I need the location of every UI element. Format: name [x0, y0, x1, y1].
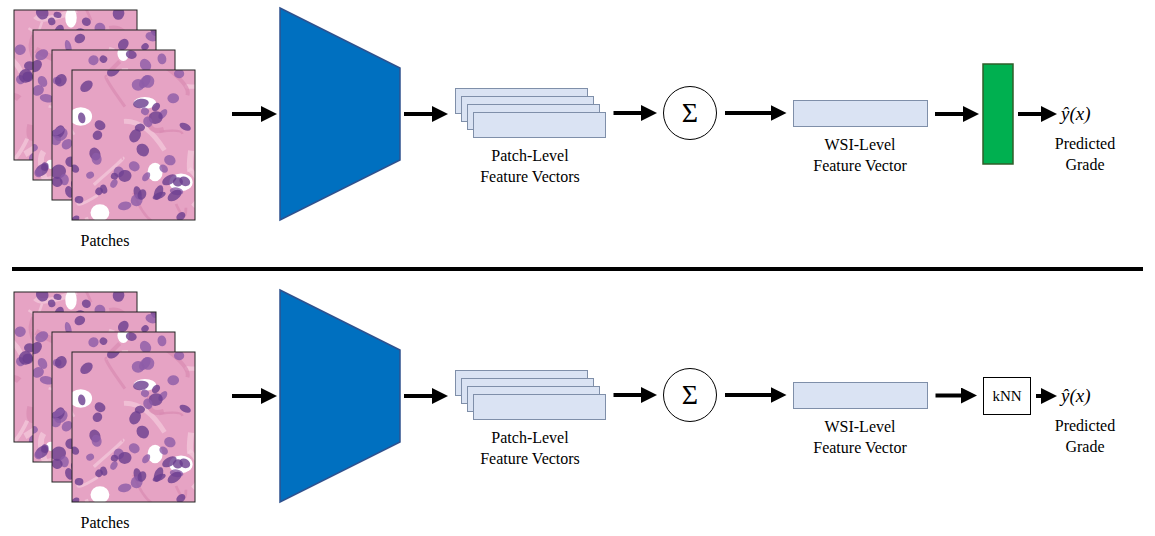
sum-symbol: Σ	[682, 99, 698, 127]
flow-arrow	[936, 394, 966, 398]
patch-illustration	[12, 290, 198, 504]
patch-stack	[12, 290, 198, 504]
stack-node: Patch-Level Feature Vectors	[455, 370, 606, 470]
node-caption: Patch-Level Feature Vectors	[468, 428, 593, 470]
output-symbol: ŷ(x)	[1061, 385, 1091, 407]
box-node: kNN	[983, 377, 1031, 415]
feature-stack	[455, 370, 606, 420]
row-separator	[12, 267, 1143, 271]
classifier-label: kNN	[992, 389, 1021, 404]
feature-vector	[793, 100, 928, 127]
patches-node: Patches	[12, 8, 198, 252]
flow-arrow	[232, 394, 265, 398]
vector-illustration	[455, 370, 606, 420]
node-caption: Patches	[30, 231, 180, 252]
output-caption: Predicted Grade	[1043, 416, 1128, 458]
patches-node: Patches	[12, 290, 198, 534]
flow-arrow	[1018, 112, 1045, 116]
bar-node: WSI-Level Feature Vector	[793, 100, 928, 177]
node-caption: Patch-Level Feature Vectors	[468, 146, 593, 188]
flow-arrow	[614, 111, 646, 115]
node-caption: WSI-Level Feature Vector	[800, 417, 920, 459]
feature-vector	[473, 395, 605, 420]
encoder-trapezoid	[280, 290, 400, 502]
flow-arrow	[232, 112, 265, 116]
vector-illustration	[455, 88, 606, 138]
flow-arrow	[404, 112, 436, 116]
patch-stack	[12, 8, 198, 222]
tissue-patch	[64, 343, 198, 504]
encoder-trapezoid	[280, 8, 400, 220]
feature-stack	[455, 88, 606, 138]
flow-arrow	[404, 394, 436, 398]
feature-vector	[793, 382, 928, 409]
bar-node: WSI-Level Feature Vector	[793, 382, 928, 459]
stack-node: Patch-Level Feature Vectors	[455, 88, 606, 188]
sum-symbol: Σ	[682, 381, 698, 409]
flow-arrow	[1036, 394, 1045, 398]
classifier-head	[983, 64, 1013, 164]
flow-arrow	[725, 393, 775, 397]
feature-vector	[473, 113, 605, 138]
node-caption: Patches	[30, 513, 180, 534]
output-caption: Predicted Grade	[1043, 134, 1128, 176]
circle-node: Σ	[663, 86, 717, 140]
flow-arrow	[935, 112, 967, 116]
output-symbol: ŷ(x)	[1061, 103, 1091, 125]
flow-arrow	[725, 111, 775, 115]
circle-node: Σ	[663, 368, 717, 422]
flow-arrow	[614, 393, 646, 397]
node-caption: WSI-Level Feature Vector	[800, 135, 920, 177]
tissue-patch	[64, 61, 198, 222]
patch-illustration	[12, 8, 198, 222]
